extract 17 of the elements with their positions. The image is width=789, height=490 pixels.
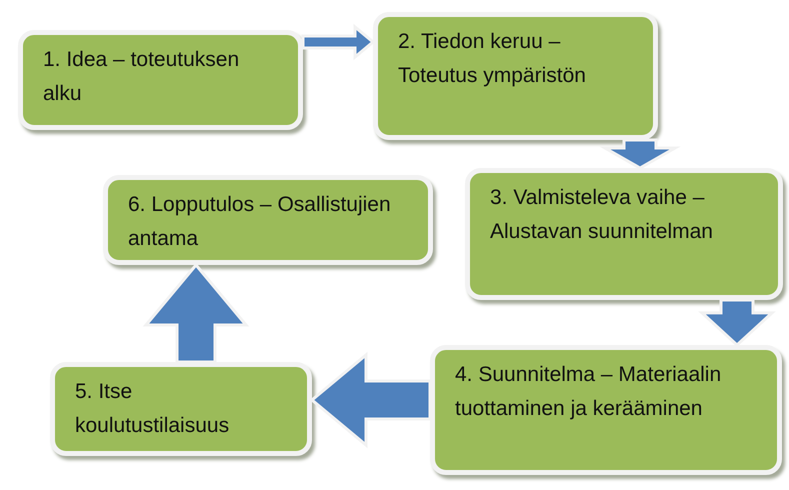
block-arrow xyxy=(310,352,432,448)
process-box xyxy=(18,30,303,130)
process-box xyxy=(373,12,658,140)
step-text: 2. Tiedon keruu – Toteutus ympäristön xyxy=(398,29,587,89)
step-text: 6. Lopputulos – Osallistujien antama xyxy=(128,192,392,252)
process-box xyxy=(465,168,783,300)
process-box xyxy=(430,345,782,475)
step-text: 4. Suunnitelma – Materiaalin tuottaminen ja kerääminen xyxy=(455,362,722,422)
process-box xyxy=(103,175,433,265)
block-arrow xyxy=(599,138,681,170)
block-arrow xyxy=(698,298,776,348)
process-box xyxy=(50,362,312,456)
step-text: 1. Idea – toteutuksen alku xyxy=(43,47,240,107)
block-arrow xyxy=(302,24,376,60)
block-arrow xyxy=(142,262,250,364)
step-text: 5. Itse koulutustilaisuus xyxy=(75,379,230,439)
step-text: 3. Valmisteleva vaihe – Alustavan suunnitelman xyxy=(490,185,714,245)
